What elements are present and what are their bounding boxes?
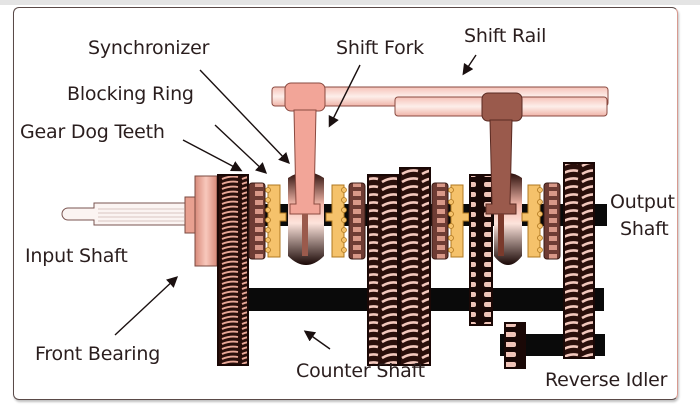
diagram-frame [13,7,678,400]
top-edge [0,0,700,5]
third-gear [399,167,431,366]
gear-dog-teeth-arrow [182,139,243,172]
shift-rail-arrow [462,54,477,76]
label-input-shaft: Input Shaft [25,245,128,267]
gear-dog-teeth [248,182,266,260]
leader-arrows [114,54,477,350]
counter-shaft-arrow [303,330,331,350]
gear-dog-teeth-4 [543,182,561,260]
shift-fork [284,82,326,256]
blocking-ring-3 [448,184,470,258]
shift-fork-arrow [328,64,361,128]
label-output-shaft-line1: Output [610,191,675,213]
blocking-ring [265,184,287,258]
front-bearing-arrow [114,276,179,336]
label-reverse-idler: Reverse Idler [545,369,668,391]
reverse-idler-gear [504,322,526,369]
label-shift-rail: Shift Rail [464,25,547,47]
gear-dog-teeth-3 [431,182,449,260]
label-front-bearing: Front Bearing [35,343,161,365]
gear-dog-teeth-2 [348,182,366,260]
fourth-gear [469,174,493,326]
input-shaft [61,196,196,234]
label-counter-shaft: Counter Shaft [296,360,425,382]
label-output-shaft-line2: Shaft [620,218,669,240]
blocking-ring-4 [521,184,543,258]
second-gear [367,174,399,366]
blocking-ring-right [325,184,347,258]
first-gear [563,162,595,359]
label-shift-fork: Shift Fork [336,37,424,59]
shift-fork-2 [481,92,523,256]
input-gear [217,174,249,366]
front-bearing [194,175,218,267]
label-gear-dog-teeth: Gear Dog Teeth [20,121,165,143]
label-synchronizer: Synchronizer [88,37,210,59]
label-blocking-ring: Blocking Ring [67,83,194,105]
blocking-ring-arrow [214,124,268,174]
synchronizer-arrow [199,69,290,165]
